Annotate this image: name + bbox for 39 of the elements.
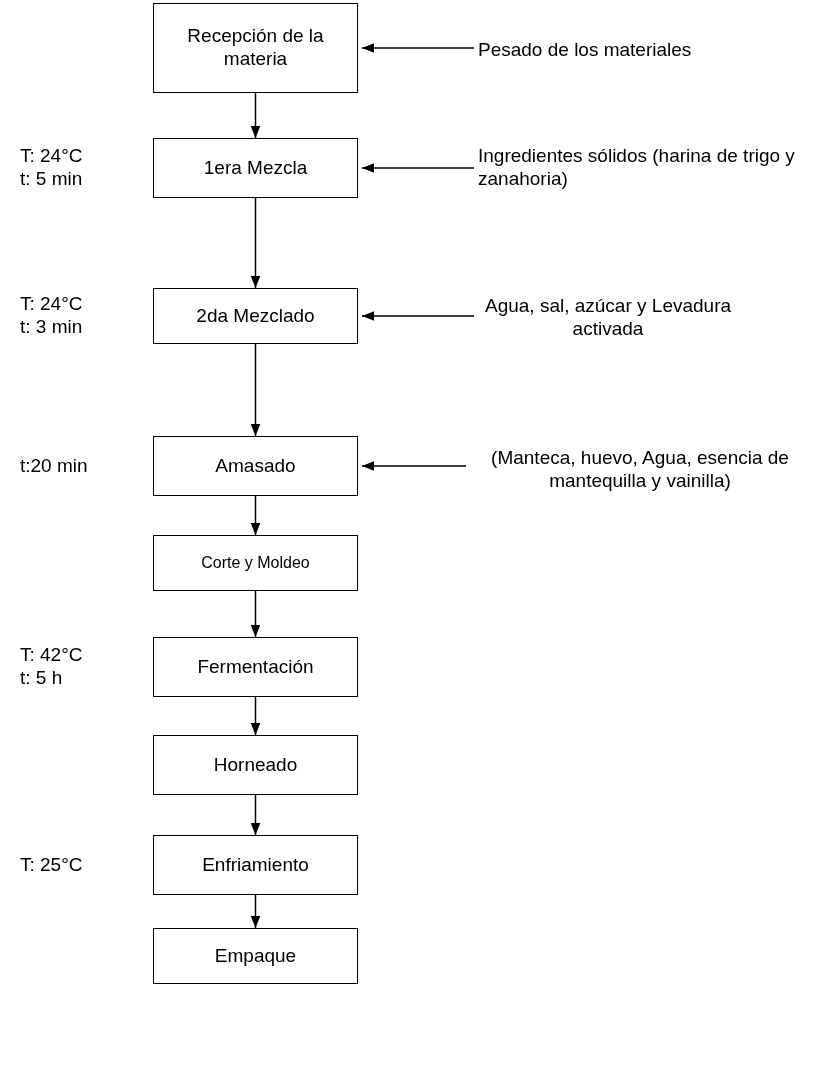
step-label: Fermentación <box>197 655 314 679</box>
step-label: 1era Mezcla <box>203 156 308 180</box>
arrow <box>250 590 261 638</box>
process-box <box>153 288 358 344</box>
arrow <box>361 311 475 321</box>
step-label: Corte y Moldeo <box>201 553 310 573</box>
arrow <box>250 894 261 929</box>
process-box <box>153 835 358 895</box>
arrow <box>250 92 261 139</box>
arrow <box>250 794 261 836</box>
arrow <box>250 696 261 736</box>
step-label: Enfriamiento <box>202 853 309 877</box>
condition-text: T: 24°C t: 3 min <box>20 293 83 339</box>
arrow <box>250 197 261 289</box>
arrow <box>361 461 467 471</box>
step-label: Amasado <box>215 454 296 478</box>
condition-text: t:20 min <box>20 454 88 478</box>
process-box <box>153 138 358 198</box>
input-text: Pesado de los materiales <box>478 38 692 62</box>
step-label: 2da Mezclado <box>196 304 315 328</box>
condition-text: T: 42°C t: 5 h <box>20 644 83 690</box>
step-label: Empaque <box>214 944 297 968</box>
arrow <box>361 43 475 53</box>
process-box <box>153 535 358 591</box>
arrow <box>250 343 261 437</box>
process-box <box>153 637 358 697</box>
process-box <box>153 3 358 93</box>
condition-text: T: 24°C t: 5 min <box>20 145 83 191</box>
step-label: Horneado <box>213 753 298 777</box>
condition-text: T: 25°C <box>20 853 83 877</box>
step-label: Recepción de la materia <box>186 25 325 71</box>
process-box <box>153 928 358 984</box>
process-box <box>153 735 358 795</box>
process-box <box>153 436 358 496</box>
input-text: (Manteca, huevo, Agua, esencia de mantequilla y vainilla) <box>490 447 790 493</box>
input-text: Agua, sal, azúcar y Levadura activada <box>483 295 733 341</box>
arrow <box>250 495 261 536</box>
arrow <box>361 163 475 173</box>
input-text: Ingredientes sólidos (harina de trigo y zanahoria) <box>478 145 796 191</box>
